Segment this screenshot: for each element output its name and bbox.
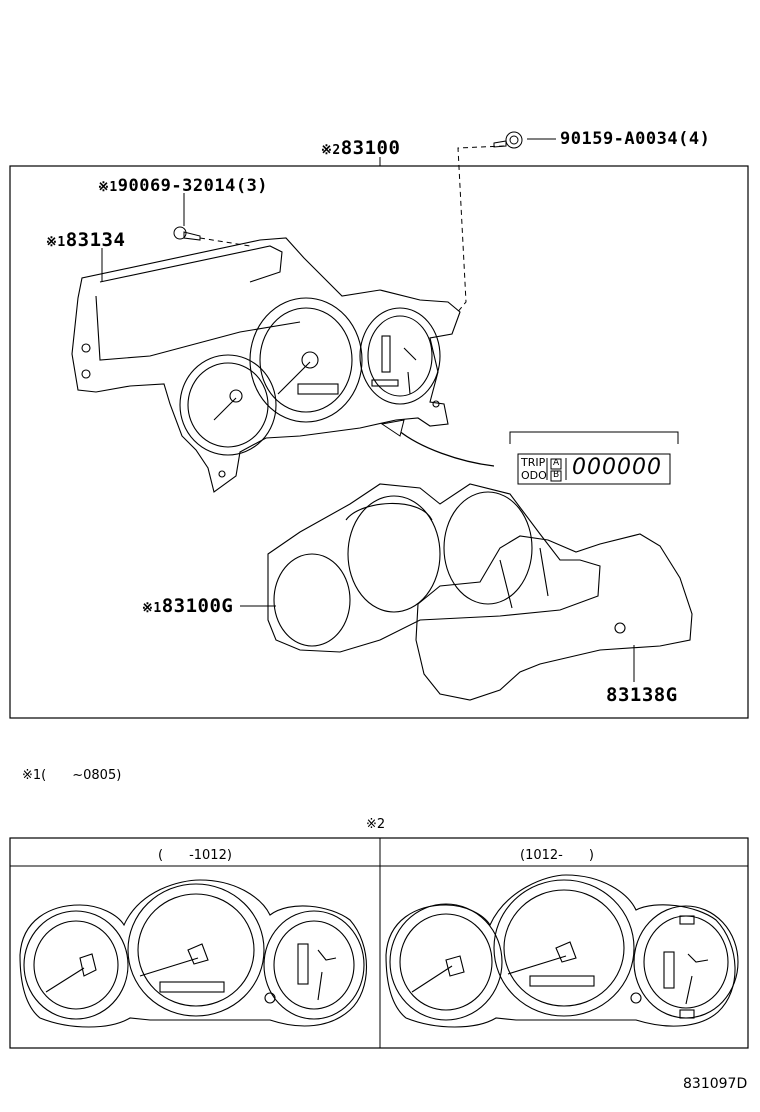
part-number: 83134 bbox=[65, 229, 126, 251]
callout-bolt: ※190069-32014(3) bbox=[98, 176, 268, 196]
footnote-text: ( ~0805) bbox=[41, 768, 122, 783]
note-mark: ※1 bbox=[98, 180, 118, 195]
odometer-detail-box bbox=[517, 453, 671, 485]
variants-mark: ※2 bbox=[366, 817, 386, 832]
bolt-icon bbox=[173, 226, 201, 241]
odometer-trip-label: TRIP bbox=[521, 456, 546, 469]
screw-icon bbox=[493, 131, 523, 149]
variants-table bbox=[9, 837, 749, 1049]
note-mark: ※1 bbox=[46, 235, 66, 250]
cluster-glass bbox=[267, 483, 601, 653]
odometer-b-label: B bbox=[553, 470, 560, 480]
illustration-code: 831097D bbox=[683, 1076, 748, 1092]
odometer-digits: 000000 bbox=[572, 455, 662, 480]
variant-label-early: ( -1012) bbox=[158, 848, 232, 863]
note-mark: ※2 bbox=[321, 143, 341, 158]
cluster-window bbox=[415, 533, 693, 701]
callout-assembly: ※283100 bbox=[321, 137, 400, 159]
part-number: 90069-32014 bbox=[117, 176, 236, 196]
quantity: (4) bbox=[678, 129, 711, 149]
cluster-variant-early bbox=[19, 879, 367, 1028]
callout-glass: ※183100G bbox=[142, 595, 233, 617]
odometer-a-label: A bbox=[553, 458, 560, 468]
callout-screw: 90159-A0034(4) bbox=[560, 129, 710, 149]
callout-window: 83138G bbox=[606, 684, 678, 706]
part-number: 83100 bbox=[340, 137, 401, 159]
cluster-variant-late bbox=[385, 874, 739, 1028]
callout-housing: ※183134 bbox=[46, 229, 125, 251]
footnote: ※1( ~0805) bbox=[22, 764, 121, 783]
variant-label-late: (1012- ) bbox=[520, 848, 594, 863]
part-number: 83100G bbox=[161, 595, 234, 617]
cluster-housing bbox=[71, 237, 461, 493]
footnote-mark: ※1 bbox=[22, 768, 42, 783]
odometer-odo-label: ODO bbox=[521, 469, 547, 482]
note-mark: ※1 bbox=[142, 601, 162, 616]
part-number: 90159-A0034 bbox=[560, 129, 679, 149]
main-frame bbox=[9, 165, 749, 719]
quantity: (3) bbox=[235, 176, 269, 196]
part-number: 83138G bbox=[606, 684, 678, 706]
